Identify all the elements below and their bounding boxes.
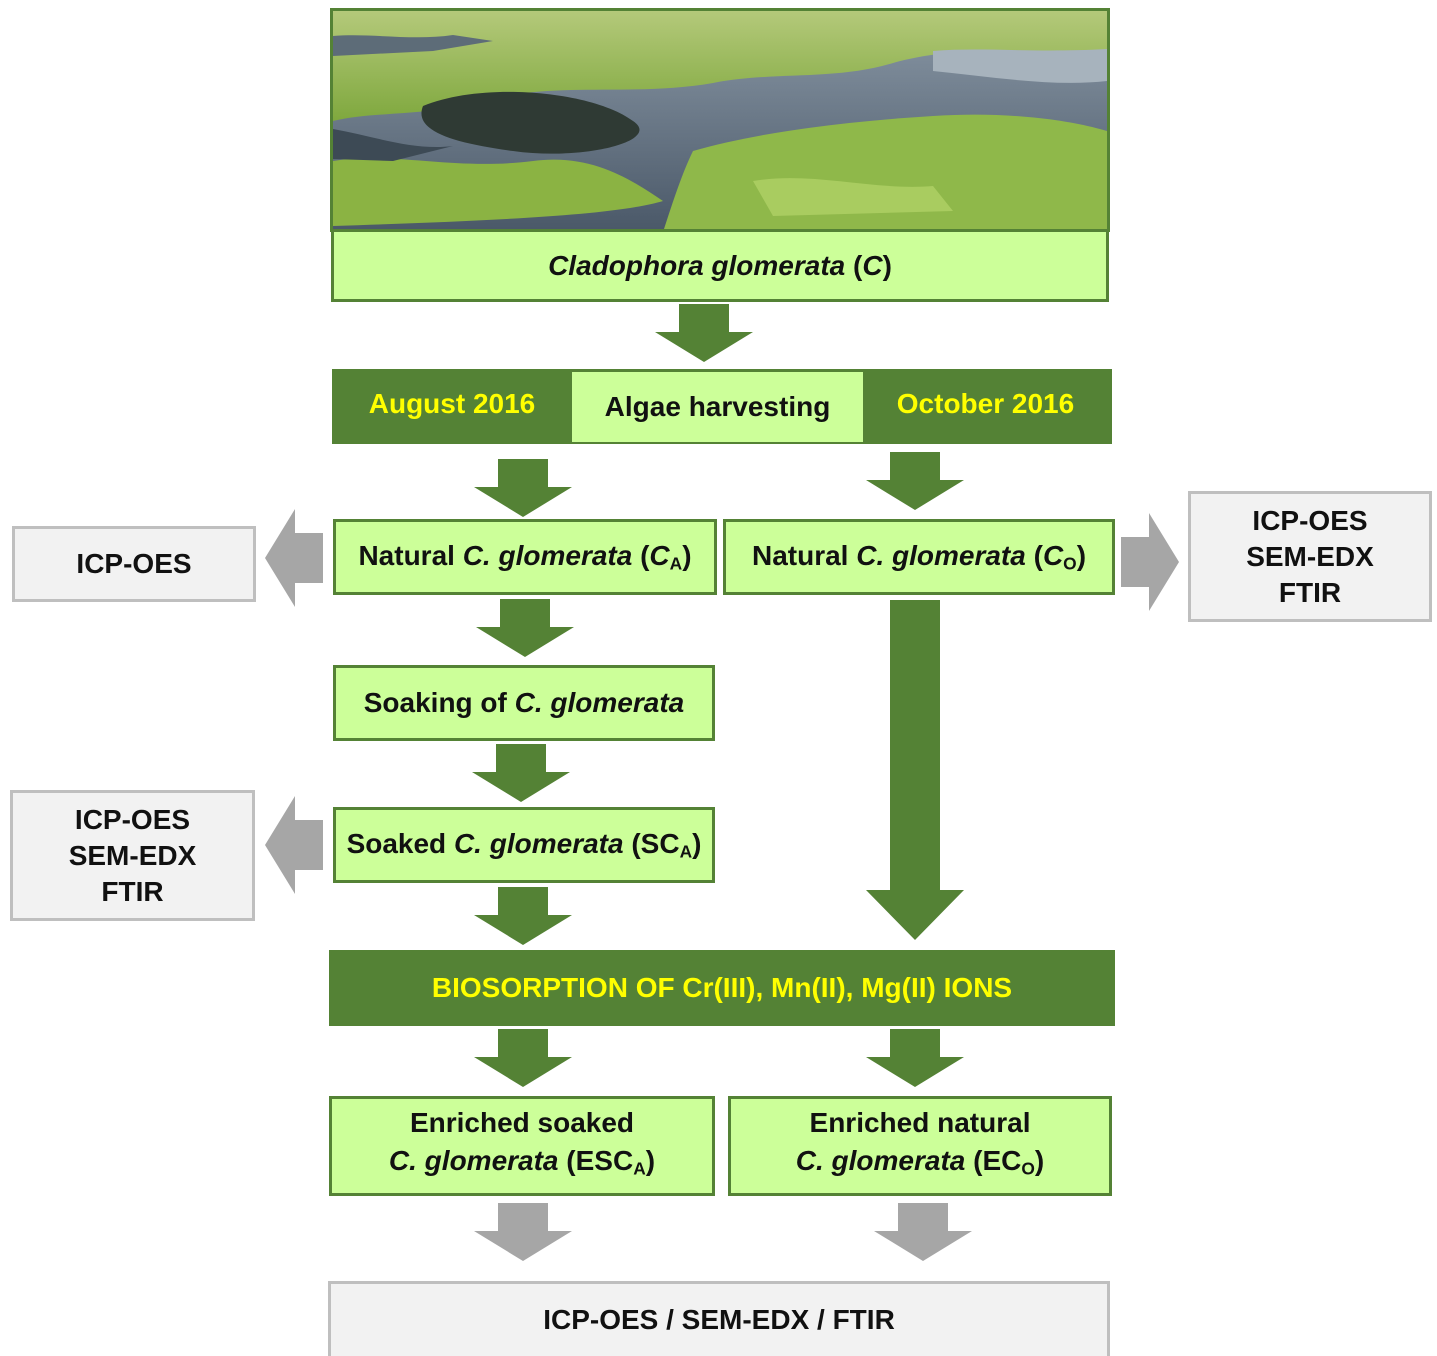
soaked-close: ) [692,827,702,859]
biosorption-bar: BIOSORPTION OF Cr(III), Mn(II), Mg(II) I… [329,950,1115,1026]
natural-co-box: Natural C. glomerata (CO) [723,519,1115,595]
natural-co-label: Natural C. glomerata (CO) [752,540,1086,574]
natural-co-prefix: Natural [751,539,857,571]
natural-co-open: ( [1025,539,1043,571]
soaked-sub: A [679,841,693,862]
arrow-enriched-soaked-to-analysis [474,1203,572,1261]
analysis-right-top-line2: SEM-EDX [1246,540,1374,572]
enriched-soaked-sub: A [633,1158,646,1179]
species-caption: Cladophora glomerata (C) [548,250,892,282]
analysis-left-mid-line3: FTIR [101,875,164,907]
analysis-left-top-line1: ICP-OES [76,548,192,579]
enriched-soaked-open: (ESC [558,1145,634,1177]
arrow-natural-ca-to-icp [265,509,323,607]
species-symbol: C [862,249,883,281]
enriched-natural-close: ) [1034,1145,1045,1177]
analysis-left-mid-line1: ICP-OES [74,803,191,835]
arrow-natural-co-to-analysis [1121,513,1179,611]
soaked-prefix: Soaked [346,827,454,859]
species-name: Cladophora glomerata [548,249,846,281]
species-caption-box: Cladophora glomerata (C) [331,229,1109,302]
natural-ca-prefix: Natural [358,539,463,571]
arrow-soaking-to-soaked [472,744,570,802]
soaking-box: Soaking of C. glomerata [333,665,715,741]
soaked-box: Soaked C. glomerata (SCA) [333,807,715,883]
natural-ca-sub: A [669,553,683,574]
enriched-soaked-line1: Enriched soaked [409,1107,635,1139]
soaking-species: C. glomerata [514,687,685,718]
natural-ca-open: ( [632,539,650,571]
enriched-natural-open: (EC [965,1145,1022,1177]
soaked-open: (SC [623,827,680,859]
natural-ca-close: ) [682,539,692,571]
enriched-soaked-species: C. glomerata [388,1145,559,1177]
algae-photo-image [333,11,1107,232]
natural-co-species: C. glomerata [856,539,1026,571]
enriched-soaked-line2: C. glomerata (ESCA) [389,1142,655,1187]
enriched-soaked-close: ) [645,1145,656,1177]
natural-ca-symbol: C [649,539,670,571]
soaking-label: Soaking of C. glomerata [364,687,685,719]
natural-co-sub: O [1063,553,1077,574]
soaked-species: C. glomerata [453,827,624,859]
arrow-october-to-natural-co [866,452,964,510]
analysis-right-top-line3: FTIR [1278,576,1342,608]
enriched-natural-line2: C. glomerata (ECO) [796,1142,1044,1187]
soaking-prefix: Soaking of [363,687,515,718]
natural-ca-label: Natural C. glomerata (CA) [358,540,691,574]
arrow-august-to-natural-ca [474,459,572,517]
enriched-natural-species: C. glomerata [795,1145,966,1177]
enriched-natural-line1: Enriched natural [809,1107,1031,1139]
caption-paren-close: ) [882,249,892,281]
natural-ca-box: Natural C. glomerata (CA) [333,519,717,595]
natural-co-symbol: C [1042,539,1064,571]
natural-ca-species: C. glomerata [462,539,633,571]
analysis-box-bottom: ICP-OES / SEM-EDX / FTIR [328,1281,1110,1356]
harvest-center-label: Algae harvesting [572,372,863,442]
arrow-enriched-natural-to-analysis [874,1203,972,1261]
caption-paren-open: ( [845,249,863,281]
arrow-soaked-to-analysis [265,796,323,894]
harvest-august-label: August 2016 [368,388,536,419]
analysis-right-top-line1: ICP-OES [1252,504,1368,536]
enriched-natural-sub: O [1021,1158,1035,1179]
arrow-biosorption-to-enriched-soaked [474,1029,572,1087]
natural-co-close: ) [1076,539,1087,571]
analysis-box-left-mid: ICP-OES SEM-EDX FTIR [10,790,255,921]
analysis-box-right-top: ICP-OES SEM-EDX FTIR [1188,491,1432,622]
analysis-left-mid-line2: SEM-EDX [68,839,197,871]
arrow-soaked-to-biosorption [474,887,572,945]
harvest-october-label: October 2016 [896,388,1075,419]
enriched-natural-box: Enriched natural C. glomerata (ECO) [728,1096,1112,1196]
arrow-natural-ca-to-soaking [476,599,574,657]
soaked-label: Soaked C. glomerata (SCA) [347,828,702,862]
analysis-box-left-top: ICP-OES [12,526,256,602]
arrow-photo-to-harvest [655,304,753,362]
enriched-soaked-box: Enriched soaked C. glomerata (ESCA) [329,1096,715,1196]
arrow-natural-co-to-biosorption [866,600,964,940]
analysis-bottom-label: ICP-OES / SEM-EDX / FTIR [543,1304,895,1335]
arrow-biosorption-to-enriched-natural [866,1029,964,1087]
algae-photo [330,8,1110,232]
